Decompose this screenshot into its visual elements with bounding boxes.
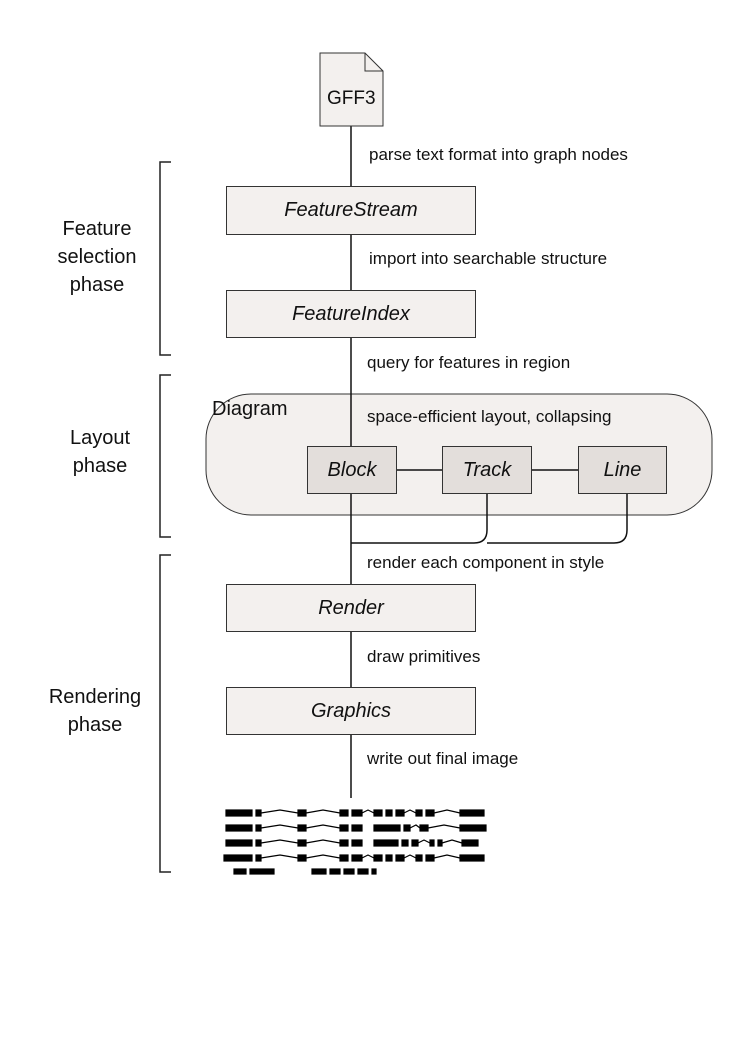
edge-label-parse: parse text format into graph nodes: [369, 145, 628, 164]
render-box: Render: [226, 584, 476, 632]
feature-selection-phase-label: Feature selection phase: [40, 215, 154, 299]
phase-label-line: Layout: [69, 427, 131, 449]
phase-label-line: Feature: [62, 218, 132, 240]
phase-label-line: phase: [72, 455, 128, 477]
layout-bracket: [159, 374, 171, 538]
output-image: [223, 809, 487, 875]
edge-label-render: render each component in style: [367, 553, 605, 572]
graphics-box: Graphics: [226, 687, 476, 735]
layout-phase-label: Layout phase: [40, 424, 160, 480]
gff3-label: GFF3: [327, 88, 376, 109]
edge-label-write: write out final image: [367, 749, 519, 768]
rendering-phase-label: Rendering phase: [38, 683, 152, 739]
feature-selection-bracket: [159, 161, 171, 356]
diagram-title: Diagram: [212, 398, 288, 420]
phase-label-line: phase: [67, 714, 123, 736]
track-box: Track: [442, 446, 532, 494]
line-box: Line: [578, 446, 667, 494]
line-return-curve: [487, 494, 628, 544]
rendering-bracket: [159, 554, 171, 873]
feature-stream-box: FeatureStream: [226, 186, 476, 235]
edge-label-layout: space-efficient layout, collapsing: [367, 407, 612, 426]
phase-label-line: phase: [69, 274, 125, 296]
edge-label-draw: draw primitives: [367, 647, 481, 666]
edge-label-import: import into searchable structure: [369, 249, 608, 268]
phase-label-line: Rendering: [48, 686, 142, 708]
feature-index-box: FeatureIndex: [226, 290, 476, 338]
phase-label-line: selection: [57, 246, 137, 268]
block-box: Block: [307, 446, 397, 494]
edge-label-query: query for features in region: [367, 353, 571, 372]
document-fold: [364, 53, 383, 72]
track-return-curve: [351, 494, 488, 544]
